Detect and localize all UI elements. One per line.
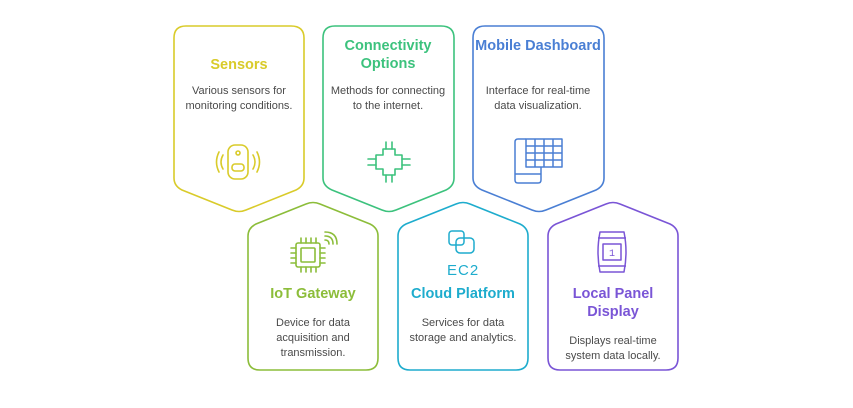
card-title-local: Local Panel Display xyxy=(572,286,654,320)
card-outline-local xyxy=(547,201,679,371)
circuit-icon xyxy=(367,141,411,183)
card-outline-connectivity xyxy=(322,25,455,213)
barrel-display-label: 1 xyxy=(609,249,615,260)
card-desc-mobile: Interface for real-time data visualizati… xyxy=(485,85,591,112)
barrel-display-icon: 1 xyxy=(597,231,627,273)
card-title-sensors: Sensors xyxy=(210,57,268,73)
card-desc-connectivity: Methods for connecting to the internet. xyxy=(330,85,446,112)
card-desc-local: Displays real-time system data locally. xyxy=(565,335,661,362)
mobile-table-icon xyxy=(514,138,563,184)
chip-wireless-icon xyxy=(290,231,338,273)
card-outline-cloud xyxy=(397,201,529,371)
card-desc-cloud: Services for data storage and analytics. xyxy=(409,317,517,344)
card-desc-sensors: Various sensors for monitoring condition… xyxy=(185,85,293,112)
ec2-icon-label: EC2 xyxy=(447,262,479,277)
card-title-iot: IoT Gateway xyxy=(270,286,356,302)
card-desc-iot: Device for data acquisition and transmis… xyxy=(276,317,350,359)
card-title-connectivity: Connectivity Options xyxy=(344,38,432,72)
card-outline-iot xyxy=(247,201,379,371)
sensor-icon xyxy=(215,144,261,180)
card-title-cloud: Cloud Platform xyxy=(411,286,515,302)
card-outline-mobile xyxy=(472,25,605,213)
card-outline-sensors xyxy=(173,25,305,213)
card-title-mobile: Mobile Dashboard xyxy=(475,38,601,54)
ec2-icon: EC2 xyxy=(447,230,479,277)
